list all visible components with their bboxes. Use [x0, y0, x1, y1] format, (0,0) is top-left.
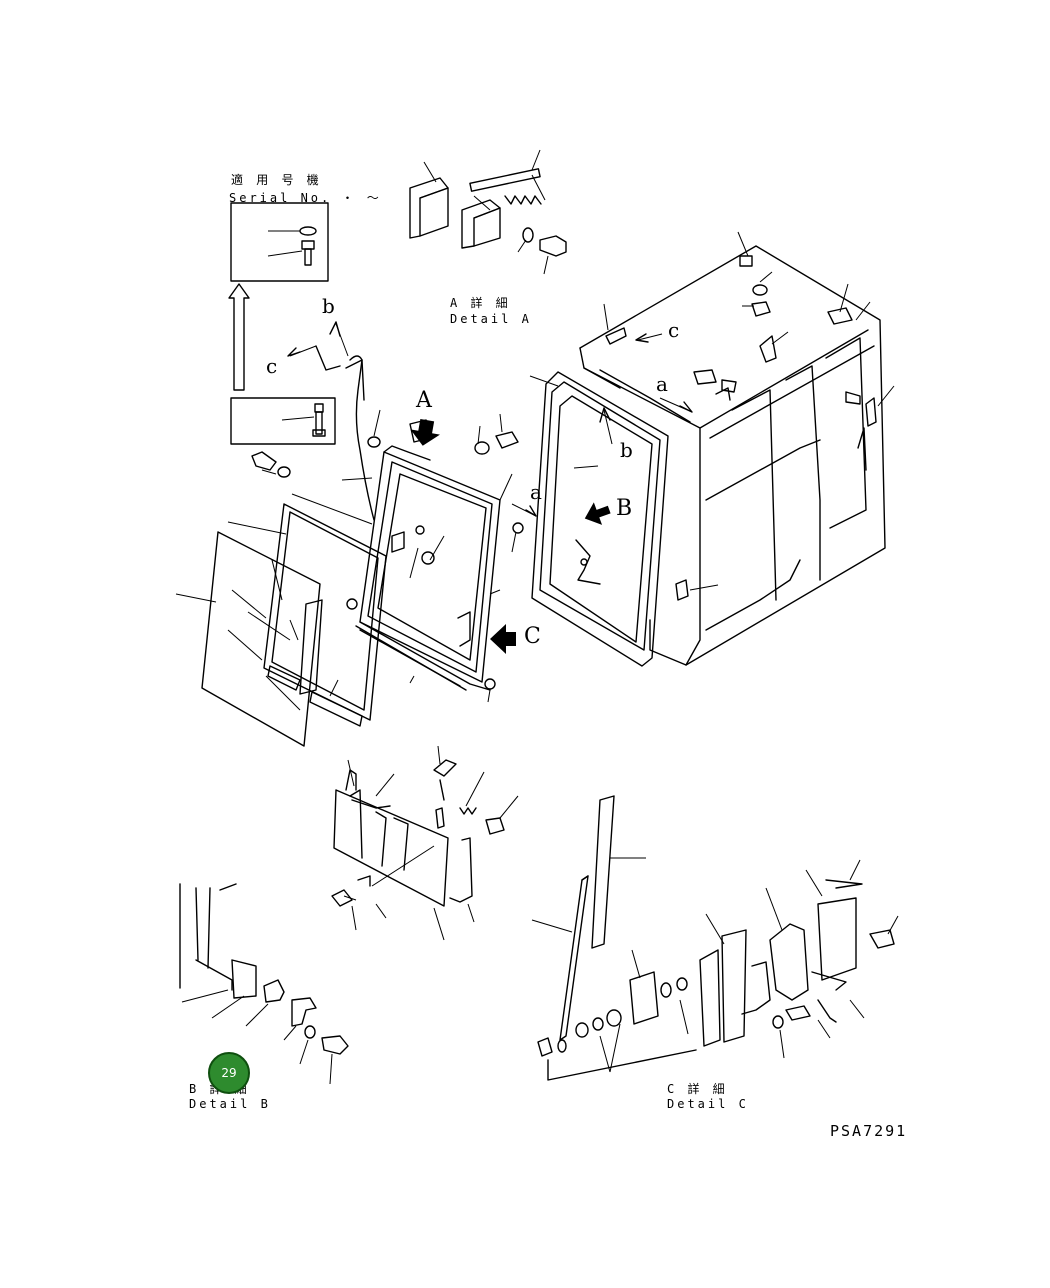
serial-title-jp: 適 用 号 機 — [231, 173, 322, 187]
view-label-c: C — [524, 624, 541, 649]
detail-center-lower — [331, 745, 519, 941]
page-number-badge[interactable]: 29 — [208, 1052, 250, 1094]
connector-c-left: c — [266, 354, 278, 378]
connector-b-right: b — [620, 438, 633, 462]
connector-b-left: b — [322, 294, 335, 318]
view-arrow-c — [490, 624, 516, 654]
detail-c-title-jp: C 詳 細 — [667, 1082, 728, 1096]
detail-b-drawing — [179, 883, 349, 1085]
serial-inset-lower — [230, 397, 336, 445]
drawing-code: PSA7291 — [830, 1122, 908, 1140]
detail-c-title-en: Detail C — [667, 1097, 749, 1111]
connector-arrows — [287, 321, 693, 517]
detail-a-title-en: Detail A — [450, 312, 532, 326]
detail-c-drawing — [531, 795, 899, 1081]
detail-a-drawing — [409, 149, 567, 275]
window-glass-and-seal — [175, 503, 387, 747]
view-arrow-b — [584, 502, 611, 525]
detail-a-title-jp: A 詳 細 — [450, 296, 511, 310]
view-arrow-a — [410, 418, 440, 446]
detail-b-title-en: Detail B — [189, 1097, 271, 1111]
up-arrow — [228, 283, 250, 391]
serial-title-en: Serial No. ・ ～ — [229, 191, 382, 205]
connector-c-right: c — [668, 318, 680, 342]
cab-body — [529, 231, 895, 667]
view-label-a: A — [416, 388, 432, 413]
serial-inset-upper — [230, 202, 329, 282]
door-frame-assembly — [251, 355, 524, 703]
connector-a-right: a — [656, 372, 668, 396]
connector-a-left: a — [530, 480, 542, 504]
view-label-b: B — [616, 496, 633, 521]
